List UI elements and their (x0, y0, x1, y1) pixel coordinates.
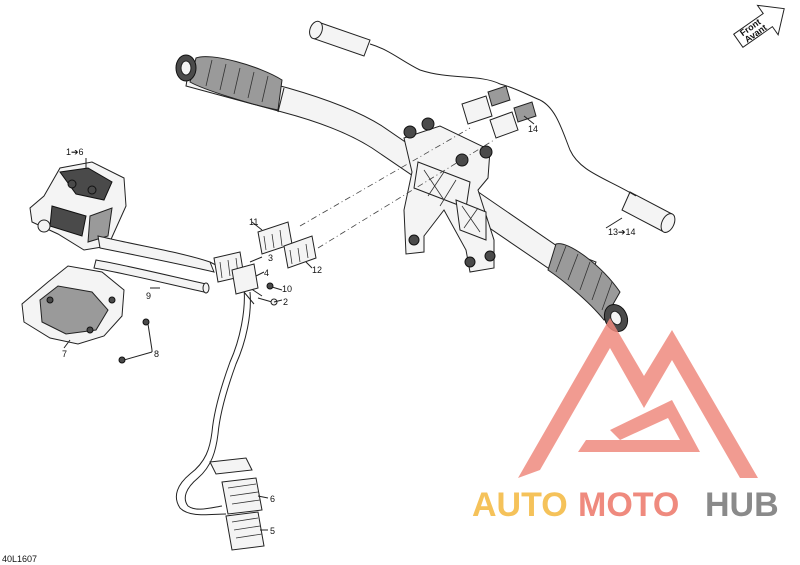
right-heater-sleeve (621, 191, 676, 233)
left-switch-housing (29, 161, 127, 251)
handlebar-riser (403, 117, 496, 273)
screws-8 (118, 318, 153, 364)
connector-4 (231, 263, 259, 295)
callout-6: 6 (270, 494, 275, 504)
screw-10 (266, 282, 274, 290)
catalog-code: 40L1607 (2, 554, 37, 564)
watermark-logo (518, 318, 758, 478)
right-heater-wire (539, 99, 637, 197)
cover-7 (21, 265, 125, 345)
top-connector-wire (499, 83, 541, 101)
callout-10: 10 (282, 284, 292, 294)
ring-terminal-2 (257, 297, 278, 306)
callout-1-6: 1➔6 (66, 147, 84, 157)
watermark-auto: AUTO (472, 486, 568, 524)
callout-5: 5 (270, 526, 275, 536)
callout-2: 2 (283, 297, 288, 307)
watermark-moto: MOTO (578, 486, 679, 524)
callout-3: 3 (268, 253, 273, 263)
left-heater-sleeve (309, 20, 501, 85)
connector-5 (225, 511, 265, 551)
connector-12 (283, 235, 317, 269)
watermark-hub: HUB (705, 486, 779, 524)
callout-13-14: 13➔14 (608, 227, 636, 237)
callout-8: 8 (154, 349, 159, 359)
callout-14: 14 (528, 124, 538, 134)
wiring-harness (97, 235, 263, 516)
assembly-line-2 (317, 139, 495, 249)
left-grip (175, 54, 283, 111)
right-grip (547, 243, 629, 333)
callout-12: 12 (312, 265, 322, 275)
callout-11: 11 (249, 217, 258, 227)
front-direction-arrow: Front Avant (733, 4, 785, 48)
callout-4: 4 (264, 268, 269, 278)
connector-14-pair (461, 85, 537, 139)
leader-lines (63, 115, 623, 531)
callout-7: 7 (62, 349, 67, 359)
protective-sleeve-9 (93, 259, 210, 294)
connector-6 (221, 477, 263, 515)
callout-9: 9 (146, 291, 151, 301)
